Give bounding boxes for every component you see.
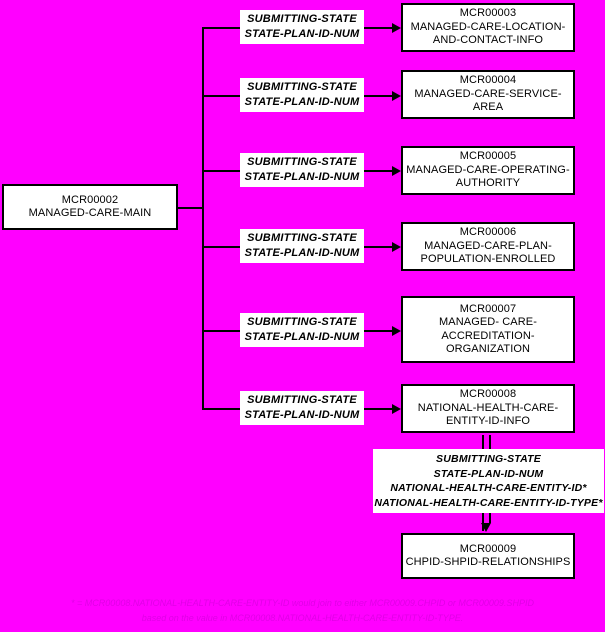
entity-mcr00005-managed-care-operating-authority[interactable]: MCR00005 MANAGED-CARE-OPERATING- AUTHORI… (401, 146, 575, 195)
entity-name-line1: MANAGED-CARE-OPERATING- (406, 163, 570, 176)
label-line1: SUBMITTING-STATE (436, 453, 541, 465)
relationship-label-1: SUBMITTING-STATE STATE-PLAN-ID-NUM (240, 10, 364, 44)
arrowhead-3-icon (392, 166, 401, 176)
entity-name-line2: ACCREDITATION- (441, 329, 535, 342)
label-line2: STATE-PLAN-ID-NUM (244, 331, 360, 343)
relationship-label-5: SUBMITTING-STATE STATE-PLAN-ID-NUM (240, 313, 364, 347)
entity-name-line1: NATIONAL-HEALTH-CARE- (417, 401, 559, 414)
entity-id: MCR00005 (459, 150, 517, 163)
label-line1: SUBMITTING-STATE (247, 394, 357, 406)
arrowhead-2-icon (392, 91, 401, 101)
label-line2: STATE-PLAN-ID-NUM (244, 409, 360, 421)
entity-name-line1: MANAGED- CARE- (439, 316, 537, 328)
relationship-label-7: SUBMITTING-STATE STATE-PLAN-ID-NUM NATIO… (373, 449, 604, 513)
entity-name-line1: MANAGED-CARE-SERVICE- (414, 87, 562, 100)
entity-name-line2: ENTITY-ID-INFO (445, 415, 531, 428)
arrowhead-1-icon (392, 23, 401, 33)
entity-mcr00008-national-health-care-entity-id-info[interactable]: MCR00008 NATIONAL-HEALTH-CARE- ENTITY-ID… (401, 384, 575, 433)
label-line1: SUBMITTING-STATE (247, 156, 357, 168)
entity-id: MCR00007 (459, 302, 517, 315)
footnote-line2: based on the value in MCR00008.NATIONAL-… (141, 613, 464, 623)
label-line1: SUBMITTING-STATE (247, 232, 357, 244)
entity-id: MCR00008 (459, 388, 517, 401)
connector-main-stub (178, 207, 204, 209)
label-line2: STATE-PLAN-ID-NUM (244, 247, 360, 259)
label-line4: NATIONAL-HEALTH-CARE-ENTITY-ID-TYPE* (374, 496, 603, 509)
label-line1: SUBMITTING-STATE (247, 81, 357, 93)
entity-name-line1: MANAGED-CARE-LOCATION- (410, 20, 566, 33)
entity-name-line2: AUTHORITY (455, 177, 521, 190)
entity-name-line2: AND-CONTACT-INFO (432, 34, 544, 47)
entity-id: MCR00004 (459, 74, 517, 87)
entity-mcr00002-managed-care-main[interactable]: MCR00002 MANAGED-CARE-MAIN (2, 184, 178, 230)
label-line1: SUBMITTING-STATE (247, 13, 357, 25)
entity-mcr00009-chpid-shpid-relationships[interactable]: MCR00009 CHPID-SHPID-RELATIONSHIPS (401, 533, 575, 579)
arrowhead-7-icon (481, 523, 491, 532)
footnote-line1: * = MCR00008.NATIONAL-HEALTH-CARE-ENTITY… (71, 598, 534, 608)
relationship-label-2: SUBMITTING-STATE STATE-PLAN-ID-NUM (240, 78, 364, 112)
entity-name-line3: ORGANIZATION (445, 343, 531, 355)
entity-mcr00007-managed-care-accreditation-organization[interactable]: MCR00007 MANAGED- CARE- ACCREDITATION- O… (401, 296, 575, 363)
entity-name-line2: AREA (472, 101, 504, 114)
entity-id: MCR00006 (459, 226, 517, 239)
entity-id: MCR00003 (459, 7, 517, 20)
relationship-label-3: SUBMITTING-STATE STATE-PLAN-ID-NUM (240, 153, 364, 187)
arrowhead-6-icon (392, 404, 401, 414)
entity-mcr00004-managed-care-service-area[interactable]: MCR00004 MANAGED-CARE-SERVICE- AREA (401, 70, 575, 119)
label-line2: STATE-PLAN-ID-NUM (244, 171, 360, 183)
entity-id: MCR00002 (61, 193, 119, 206)
relationship-label-6: SUBMITTING-STATE STATE-PLAN-ID-NUM (240, 391, 364, 425)
entity-name-line1: MANAGED-CARE-PLAN- (424, 239, 552, 252)
connector-trunk (202, 27, 204, 410)
entity-id: MCR00009 (459, 542, 517, 555)
entity-name-line2: POPULATION-ENROLLED (420, 253, 556, 266)
entity-mcr00006-managed-care-plan-population-enrolled[interactable]: MCR00006 MANAGED-CARE-PLAN- POPULATION-E… (401, 222, 575, 271)
label-line3: NATIONAL-HEALTH-CARE-ENTITY-ID* (390, 482, 587, 494)
entity-name: MANAGED-CARE-MAIN (28, 207, 152, 219)
arrowhead-4-icon (392, 242, 401, 252)
entity-name: CHPID-SHPID-RELATIONSHIPS (405, 556, 571, 568)
label-line2: STATE-PLAN-ID-NUM (244, 96, 360, 108)
entity-mcr00003-managed-care-location-and-contact-info[interactable]: MCR00003 MANAGED-CARE-LOCATION- AND-CONT… (401, 3, 575, 52)
arrowhead-5-icon (392, 326, 401, 336)
relationship-label-4: SUBMITTING-STATE STATE-PLAN-ID-NUM (240, 229, 364, 263)
label-line2: STATE-PLAN-ID-NUM (433, 467, 544, 480)
label-line2: STATE-PLAN-ID-NUM (244, 28, 360, 40)
label-line1: SUBMITTING-STATE (247, 316, 357, 328)
footnote: * = MCR00008.NATIONAL-HEALTH-CARE-ENTITY… (0, 596, 605, 626)
